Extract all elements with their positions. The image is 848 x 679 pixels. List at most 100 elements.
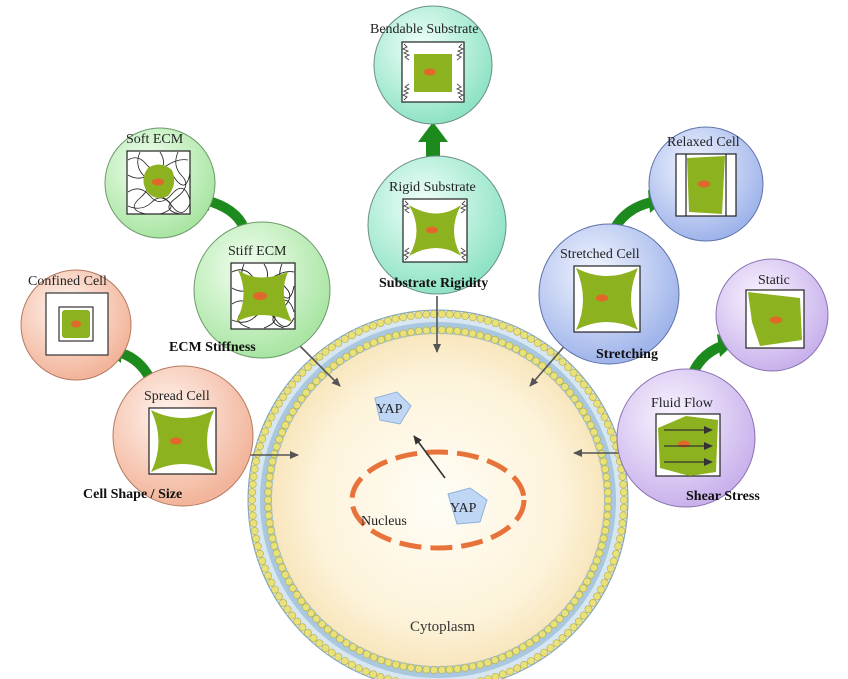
lipid-head: [597, 542, 606, 550]
soft-ecm-cell-nucleus: [152, 178, 164, 186]
flow-lines: [664, 426, 713, 466]
lipid-head: [575, 401, 583, 410]
lipid-head: [620, 496, 628, 504]
lipid-head: [476, 331, 484, 340]
soft-ecm-node: Soft ECM: [104, 127, 216, 239]
lipid-head: [506, 667, 514, 676]
lipid-head: [604, 571, 612, 580]
lipid-head: [258, 434, 267, 443]
lipid-head: [476, 660, 484, 669]
lipid-head: [288, 611, 297, 620]
lipid-head: [315, 352, 324, 361]
lipid-head: [327, 648, 336, 657]
rigid-substrate-label: Rigid Substrate: [389, 180, 476, 195]
lipid-heads-inner: [264, 326, 612, 674]
spread-cell-body: [151, 410, 214, 472]
lipid-head: [298, 368, 307, 377]
lipid-head: [532, 635, 540, 643]
lipid-head: [544, 625, 553, 634]
lipid-head: [538, 361, 547, 370]
lipid-head: [355, 647, 364, 655]
lipid-head: [609, 557, 618, 566]
lipid-head: [490, 335, 499, 344]
lipid-head: [525, 639, 534, 648]
lipid-head: [265, 472, 274, 481]
stiff-ecm-cell-nucleus: [253, 292, 267, 300]
soft-ecm-label: Soft ECM: [126, 132, 184, 147]
lipid-head: [430, 666, 438, 674]
lipid-head: [603, 488, 612, 497]
lipid-head: [445, 665, 454, 674]
lipid-head: [248, 480, 257, 489]
lipid-head: [275, 435, 284, 444]
lipid-head: [602, 472, 611, 481]
lipid-head: [498, 670, 507, 679]
lipid-head: [248, 496, 256, 504]
lipid-head: [318, 371, 326, 380]
lipid-head: [538, 630, 547, 639]
lipid-head: [355, 345, 364, 353]
lipid-head: [414, 327, 423, 335]
rigid-spring-tl: [402, 200, 411, 214]
lipid-head: [614, 542, 623, 551]
lipid-head: [540, 648, 549, 657]
lipid-head: [261, 564, 269, 573]
lipid-head: [579, 407, 588, 416]
lipid-head: [519, 348, 527, 357]
lipid-head: [569, 368, 578, 377]
lipid-head: [601, 465, 610, 474]
nucleus-label: Nucleus: [361, 514, 407, 529]
lipid-head: [595, 549, 604, 558]
lipid-head: [268, 534, 277, 543]
lipid-head: [589, 393, 597, 401]
lipid-head: [321, 347, 330, 356]
bendable-cell-nucleus: [424, 68, 436, 76]
yap-nucleus-label: YAP: [450, 501, 477, 516]
lipid-head: [278, 563, 286, 572]
lipid-head: [600, 578, 609, 587]
lipid-head: [437, 310, 446, 318]
lipid-head: [362, 341, 371, 350]
lipid-head: [564, 629, 572, 637]
lipid-head: [561, 609, 569, 618]
stiff-ecm-label: Stiff ECM: [228, 244, 287, 259]
lipid-head: [271, 406, 279, 415]
fluid-flow-label: Fluid Flow: [651, 396, 714, 411]
lipid-head: [603, 503, 612, 512]
lipid-head: [281, 421, 290, 430]
lipid-head: [437, 666, 446, 674]
lipid-head: [347, 331, 356, 340]
lipid-head: [261, 427, 269, 436]
yap-cytoplasm-shape: [374, 391, 412, 425]
spring-br: [455, 83, 465, 101]
lipid-head: [391, 660, 400, 669]
static-label: Static: [758, 273, 790, 288]
lipid-head: [391, 314, 400, 323]
lipid-head: [288, 584, 297, 593]
lipid-head: [533, 653, 542, 661]
lipid-head: [250, 527, 259, 535]
lipid-head: [361, 667, 370, 676]
lipid-head: [303, 629, 312, 637]
lipid-head: [274, 592, 283, 601]
lipid-head: [476, 314, 485, 323]
lipid-head: [293, 617, 302, 626]
fluid-flow-node: Fluid Flow: [616, 368, 756, 508]
lipid-head: [570, 394, 579, 403]
lipid-head: [253, 449, 262, 458]
lipid-head: [369, 338, 378, 347]
lipid-head: [555, 614, 564, 623]
lipid-head: [569, 623, 578, 632]
lipid-head: [377, 335, 385, 344]
lipid-head: [445, 310, 454, 319]
stretched-cell-node: Stretched Cell: [538, 223, 680, 365]
lipid-head: [583, 577, 591, 586]
lipid-head: [264, 511, 273, 520]
lipid-head: [520, 660, 529, 669]
lipid-head: [546, 347, 555, 356]
substrate-rigidity-label: Substrate Rigidity: [379, 276, 488, 291]
lipid-head: [461, 312, 470, 320]
lipid-head: [519, 643, 527, 652]
lipid-head: [298, 623, 307, 632]
